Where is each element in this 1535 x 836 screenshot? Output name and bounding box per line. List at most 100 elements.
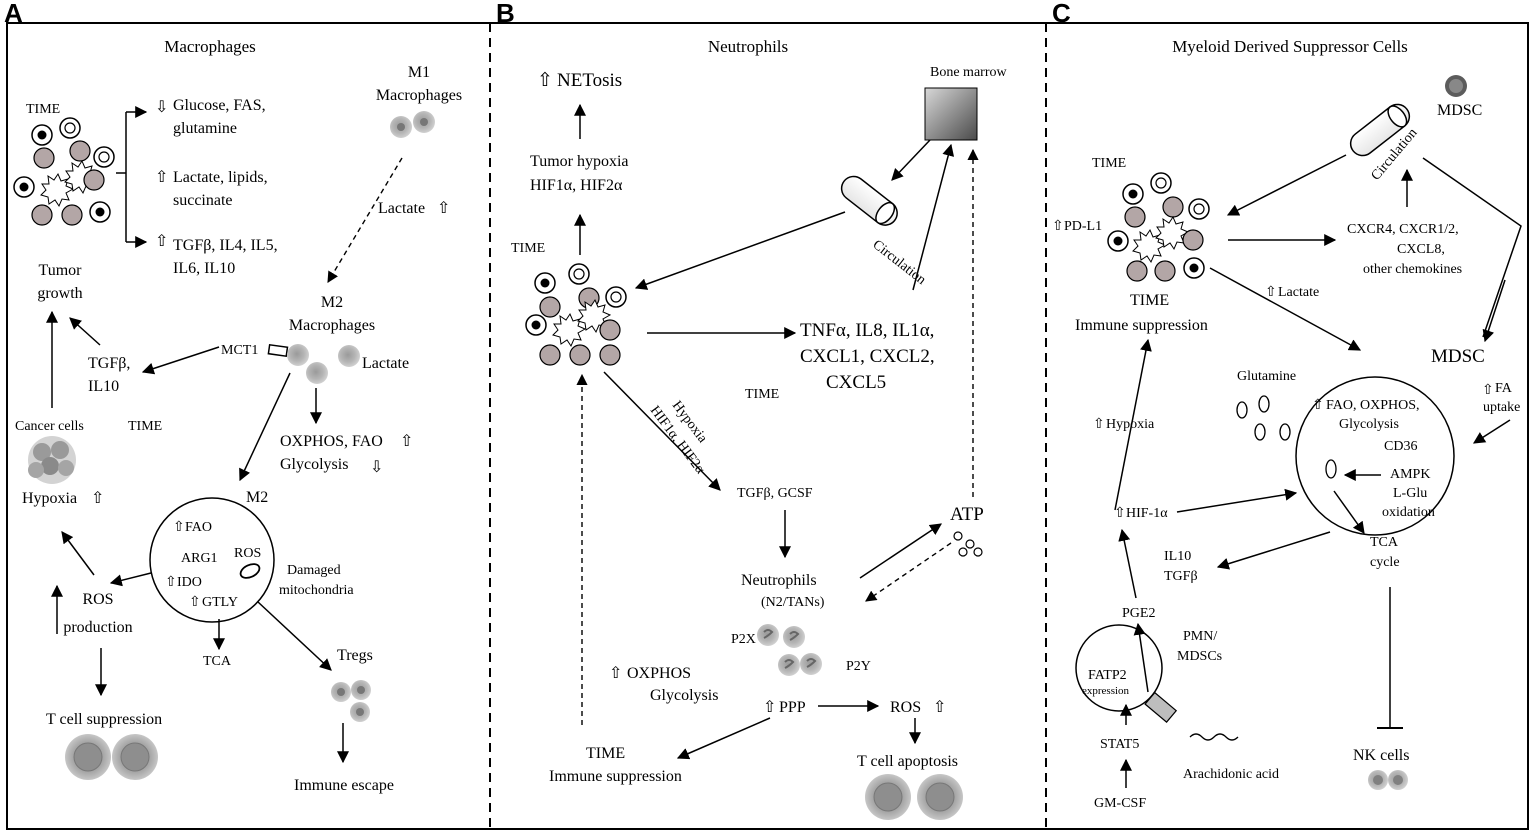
up-icon-hif: ⇧ <box>1114 506 1126 521</box>
up-icon-ros-b: ⇧ <box>933 699 946 716</box>
bracket-a <box>116 112 127 242</box>
ampk-1: AMPK <box>1390 467 1430 482</box>
pmn-label-2: MDSCs <box>1177 649 1222 664</box>
chemokines-3: other chemokines <box>1363 262 1462 277</box>
tumor-cluster-b <box>525 263 627 366</box>
bone-marrow-box <box>924 87 978 141</box>
ppp-label: PPP <box>779 699 806 716</box>
damaged-label-1: Damaged <box>287 563 341 578</box>
chemokines-2: CXCL8, <box>1397 242 1445 257</box>
mdsc-top-label: MDSC <box>1437 102 1482 119</box>
neutrophils-label-1: Neutrophils <box>741 572 817 589</box>
arrow-m1-to-m2 <box>327 157 403 283</box>
circulation-tube-c <box>1349 103 1411 157</box>
arrow-atp-to-neutro <box>865 542 952 602</box>
up-icon-pdl1: ⇧ <box>1052 219 1064 234</box>
fatp2-transporter <box>1144 691 1178 723</box>
down-icon-glycolysis: ⇩ <box>370 459 383 476</box>
time-label-b: TIME <box>511 241 545 256</box>
pge2-label: PGE2 <box>1122 606 1155 621</box>
ido-label: IDO <box>177 575 202 590</box>
ros-production-1: ROS <box>82 591 113 608</box>
time-supp-c-2: Immune suppression <box>1075 317 1208 334</box>
glutamine-label: Glutamine <box>1237 369 1296 384</box>
lactate-label-c: Lactate <box>1278 285 1319 300</box>
m1-macrophage-cells <box>390 111 435 138</box>
atp-label: ATP <box>950 504 984 525</box>
panel-b-title: Neutrophils <box>708 37 788 56</box>
circulation-tube-b <box>840 175 898 226</box>
up-icon-hypoxia-a: ⇧ <box>91 490 104 507</box>
lactate-arrow-label: Lactate <box>378 200 425 217</box>
arrow-m2-to-ros-prod <box>109 572 152 587</box>
tgf-text-1: TGFβ, IL4, IL5, <box>173 237 278 254</box>
tumor-cluster-c <box>1107 172 1210 282</box>
arrow-hif-to-mdsc <box>1176 488 1298 513</box>
mdsc-circle-label: MDSC <box>1431 346 1485 367</box>
fatp2-2: expression <box>1082 685 1130 697</box>
tcell-apoptosis-label: T cell apoptosis <box>857 753 958 770</box>
mdsc-mitochondria-circle <box>1295 376 1455 536</box>
arrow-tgf-to-growth <box>69 317 101 346</box>
fao-c-1: FAO, OXPHOS, <box>1326 398 1419 413</box>
oxphos-text-1: OXPHOS, FAO <box>280 433 383 450</box>
pmn-label-1: PMN/ <box>1183 629 1217 644</box>
atp-molecules <box>953 531 983 557</box>
fatp2-1: FATP2 <box>1088 668 1127 683</box>
tcell-cells-b <box>865 774 963 820</box>
arg1-label: ARG1 <box>181 551 218 566</box>
panel-a-title: Macrophages <box>164 37 256 56</box>
p2x-label: P2X <box>731 632 756 647</box>
tgf-il10-2: IL10 <box>88 378 119 395</box>
time-label-b2: TIME <box>745 387 779 402</box>
arrow-pge2-to-hif <box>1118 528 1137 599</box>
m2-mitochondria-circle <box>149 497 275 623</box>
tcell-cells-a <box>65 734 158 780</box>
arrow-time-to-tgf <box>603 371 721 491</box>
up-icon-oxphos: ⇧ <box>400 433 413 450</box>
tumor-growth-1: Tumor <box>39 262 83 279</box>
gmcsf-label: GM-CSF <box>1094 796 1146 811</box>
up-icon-gtly: ⇧ <box>189 595 201 610</box>
cancer-cells-label: Cancer cells <box>15 419 84 434</box>
neutrophil-cells <box>757 624 822 676</box>
time-supp-b-2: Immune suppression <box>549 768 682 785</box>
arrow-bm-to-circulation <box>891 139 931 181</box>
tgf-gcsf-label: TGFβ, GCSF <box>737 486 813 501</box>
oxphos-b-2: Glycolysis <box>650 687 718 704</box>
arachidonic-label: Arachidonic acid <box>1183 767 1279 782</box>
time-supp-b-1: TIME <box>586 745 625 762</box>
m2-label-1: M2 <box>321 294 343 311</box>
m2-circle-label: M2 <box>246 489 268 506</box>
panel-letter-b: B <box>496 0 515 28</box>
tca-label-a: TCA <box>203 654 232 669</box>
hif-label: HIF-1α <box>1126 506 1168 521</box>
arrow-time-to-mdsc <box>1209 267 1362 351</box>
damaged-label-2: mitochondria <box>279 583 354 598</box>
down-icon-glucose: ⇩ <box>155 99 168 116</box>
arachidonic-acid-squiggle <box>1189 733 1239 741</box>
cytokines-3: CXCL5 <box>826 372 886 393</box>
time-label-a: TIME <box>26 102 60 117</box>
time-label-c: TIME <box>1092 156 1126 171</box>
tca-c-2: cycle <box>1370 555 1400 570</box>
cytokines-2: CXCL1, CXCL2, <box>800 346 935 367</box>
ampk-2: L-Glu <box>1393 486 1427 501</box>
tca-c-1: TCA <box>1370 535 1399 550</box>
pmn-mdsc-circle <box>1075 624 1163 712</box>
up-icon-fa: ⇧ <box>1482 383 1494 398</box>
glucose-text-2: glutamine <box>173 120 237 137</box>
up-icon-fao: ⇧ <box>173 520 185 535</box>
tgf-il10-1: TGFβ, <box>88 355 130 372</box>
panel-letter-c: C <box>1052 0 1071 28</box>
arrow-mdsc-to-il10 <box>1216 531 1331 570</box>
lactate-text-1: Lactate, lipids, <box>173 169 268 186</box>
lactate-cell-label: Lactate <box>362 355 409 372</box>
fao-label: FAO <box>185 520 212 535</box>
m2-macrophage-cells <box>287 344 360 384</box>
il10-label: IL10 <box>1164 549 1191 564</box>
up-icon-lactate-c: ⇧ <box>1265 285 1277 300</box>
mitochondrion-shape <box>239 563 261 579</box>
up-icon-lactate: ⇧ <box>155 169 168 186</box>
